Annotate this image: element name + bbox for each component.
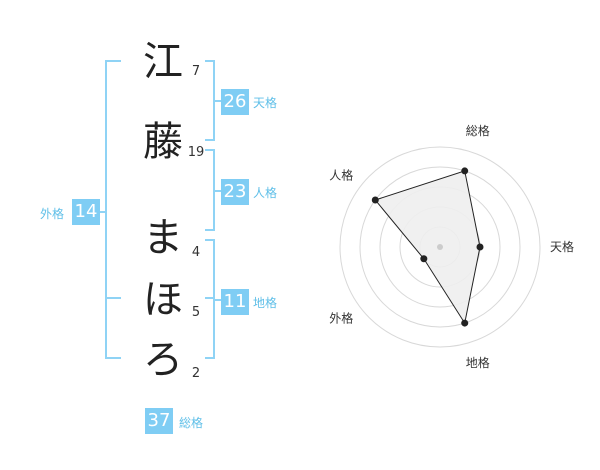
stroke-count-3: 4 [191, 245, 201, 260]
stroke-count-5: 2 [191, 366, 201, 381]
gaikaku-badge: 14 [72, 199, 100, 225]
radar-polygon [374, 170, 481, 325]
radar-center [437, 244, 443, 250]
gaikaku-bracket [105, 60, 121, 359]
tenkaku-badge: 26 [221, 89, 249, 115]
radar-point-2 [476, 243, 484, 251]
radar-axis-label-1: 総格 [466, 123, 490, 138]
soukaku-badge: 37 [145, 408, 173, 434]
stroke-count-4: 5 [191, 305, 201, 320]
jinkaku-bracket [205, 149, 215, 231]
radar-point-5 [371, 196, 379, 204]
jinkaku-label: 人格 [253, 186, 278, 200]
name-char-5: ろ [143, 337, 183, 383]
radar-axis-label-3: 地格 [466, 355, 490, 370]
radar-axis-label-4: 外格 [329, 311, 353, 326]
radar-axis-label-2: 天格 [550, 239, 574, 254]
tenkaku-label: 天格 [253, 96, 278, 110]
chikaku-label: 地格 [253, 296, 278, 310]
radar-axis-label-5: 人格 [329, 167, 353, 182]
name-char-3: ま [143, 215, 183, 261]
radar-point-3 [461, 319, 469, 327]
name-char-4: ほ [143, 277, 183, 323]
radar-point-4 [420, 255, 428, 263]
radar-point-1 [461, 167, 469, 175]
jinkaku-badge: 23 [221, 179, 249, 205]
chikaku-badge: 11 [221, 289, 249, 315]
name-char-2: 藤 [143, 119, 183, 165]
radar-ring-5 [339, 146, 541, 348]
tenkaku-bracket [205, 60, 215, 141]
stroke-count-1: 7 [191, 64, 201, 79]
gaikaku-label: 外格 [40, 207, 65, 221]
radar-points [371, 167, 484, 327]
stroke-count-2: 19 [187, 145, 205, 160]
radar-ring-4 [359, 166, 521, 328]
soukaku-label: 総格 [179, 416, 204, 430]
name-char-1: 江 [143, 39, 183, 85]
